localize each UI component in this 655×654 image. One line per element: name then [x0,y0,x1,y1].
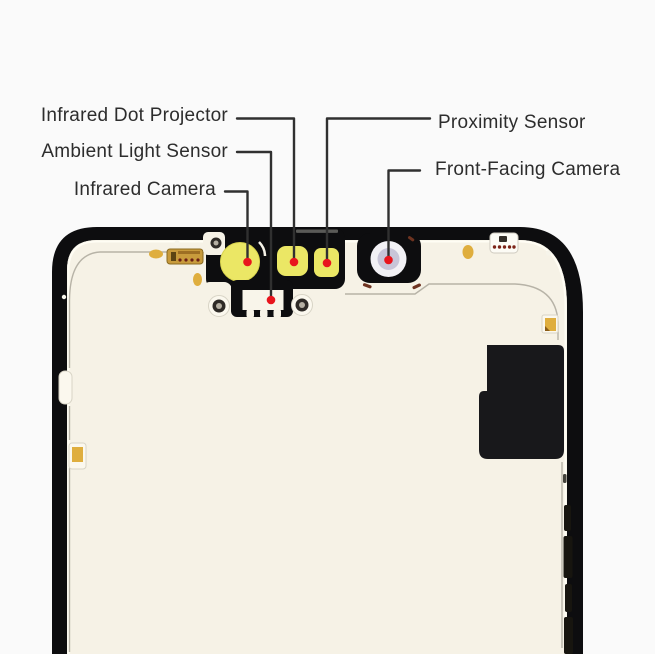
screw-left [208,295,230,317]
marker-dot-infrared-camera [243,257,252,267]
flex-connector-left [166,248,204,265]
label-infrared-camera: Infrared Camera [73,179,216,200]
callout-line-infrared-camera [223,190,249,260]
gold-pad-right-square [541,314,559,334]
flex-connector-right [489,232,519,254]
callout-line-front-facing-camera [387,169,422,258]
gold-pad-left-vertical [193,273,202,286]
label-infrared-dot-projector: Infrared Dot Projector [40,105,228,126]
gold-pad-right-oval [462,245,474,259]
infrared-camera-window [220,242,260,282]
panel-edge-highlight [67,240,567,654]
panel-seam-lines [68,251,563,652]
flood-illuminator-bracket [231,280,293,318]
callout-line-ambient-light-sensor [235,150,273,298]
gold-pad-left-oval [149,249,163,259]
screw-right [291,294,313,316]
microprint [296,229,338,233]
frame-hole-left [61,294,67,300]
marker-dot-ambient-light-sensor [266,295,276,305]
adhesive-marks [563,474,573,654]
label-proximity-sensor: Proximity Sensor [438,112,586,133]
marker-dot-proximity-sensor [322,258,332,268]
black-sticker [479,345,564,459]
label-front-facing-camera: Front-Facing Camera [435,159,621,180]
gold-pad-left-square [68,442,87,470]
callout-line-proximity-sensor [325,117,432,261]
frame-hole-top-right [545,250,552,256]
left-edge-tab [58,370,73,405]
marker-dot-infrared-dot-projector [289,257,299,267]
display-panel-back [67,240,567,654]
label-ambient-light-sensor: Ambient Light Sensor [41,141,228,162]
frame-hole-top-left [174,240,180,246]
callout-line-infrared-dot-projector [235,117,296,260]
marker-dot-front-facing-camera [384,255,393,265]
